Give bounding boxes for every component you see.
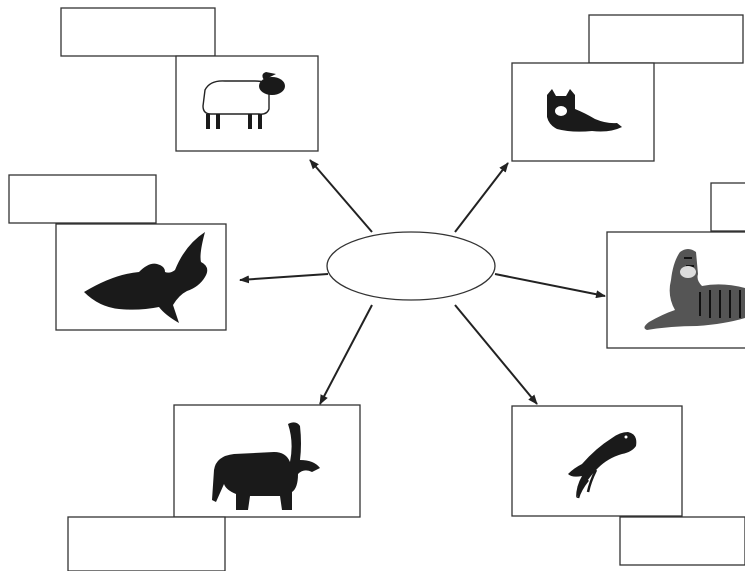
label-box-parrot[interactable] xyxy=(619,516,745,566)
arrow-to-cat xyxy=(454,162,509,233)
branch-cat xyxy=(511,14,744,162)
label-box-cat[interactable] xyxy=(588,14,744,64)
arrow-to-tiger xyxy=(494,273,606,299)
label-box-eagle[interactable] xyxy=(8,174,157,224)
arrow-to-parrot xyxy=(454,304,538,405)
elephant-icon xyxy=(212,422,320,510)
center-node[interactable] xyxy=(326,231,496,301)
branch-eagle xyxy=(8,174,227,331)
branch-elephant xyxy=(67,404,361,571)
branch-parrot xyxy=(511,405,745,566)
sheep-icon xyxy=(202,72,285,129)
branch-sheep xyxy=(60,7,319,152)
label-box-sheep[interactable] xyxy=(60,7,216,57)
image-box-cat xyxy=(511,62,655,162)
eagle-icon xyxy=(84,232,208,323)
arrow-to-eagle xyxy=(239,273,329,284)
label-box-tiger[interactable] xyxy=(710,182,745,232)
cat-icon xyxy=(547,89,622,132)
arrow-to-elephant xyxy=(319,304,373,405)
arrow-to-sheep xyxy=(309,159,373,233)
tiger-icon xyxy=(644,249,745,330)
parrot-icon xyxy=(568,432,637,499)
branch-tiger xyxy=(606,182,745,349)
center-ellipse xyxy=(326,231,496,301)
label-box-elephant[interactable] xyxy=(67,516,226,571)
